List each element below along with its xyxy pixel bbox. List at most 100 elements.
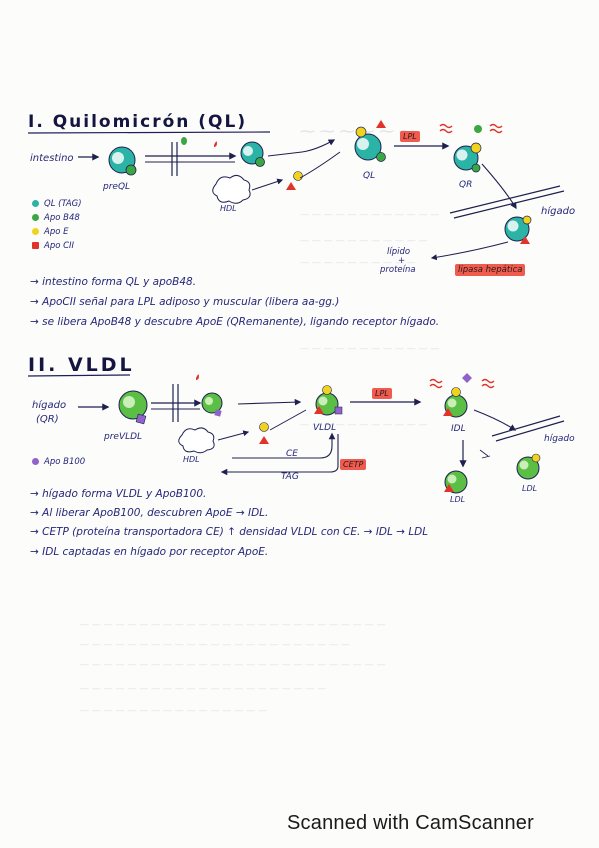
bleed-through-line: — — — — — — — — — — — — — — — — — — — — … bbox=[80, 640, 350, 650]
release-wave-icon bbox=[481, 378, 495, 389]
legend-item: Apo CII bbox=[32, 241, 74, 251]
hdl-cloud-icon bbox=[178, 427, 215, 454]
ql-complete-particle-icon bbox=[354, 120, 386, 162]
label-proteina: proteína bbox=[380, 265, 416, 275]
apo-cii-drop-icon bbox=[214, 141, 217, 147]
bleed-through-line: — — — — — — — — — — — — — — — — — — — — … bbox=[80, 620, 386, 630]
lpl-badge-2: LPL bbox=[372, 388, 392, 399]
release-wave-icon bbox=[439, 123, 453, 134]
note-s2-3: → CETP (proteína transportadora CE) ↑ de… bbox=[30, 526, 429, 538]
bleed-through-line: — — — — — — — — — — — — — — — — — — — — … bbox=[80, 660, 386, 670]
vldl-complete-particle-icon bbox=[314, 385, 343, 416]
preql-particle-icon bbox=[108, 146, 137, 176]
label-prevldl: preVLDL bbox=[104, 432, 143, 442]
title-underline bbox=[27, 131, 271, 134]
lpl-badge: LPL bbox=[400, 131, 420, 142]
arrow bbox=[481, 163, 517, 210]
label-hdl-2: HDL bbox=[183, 455, 200, 464]
label-ql: QL bbox=[363, 171, 376, 181]
apo-cii-icon bbox=[259, 436, 269, 444]
legend-item: Apo E bbox=[32, 227, 68, 237]
qr-particle-icon bbox=[453, 142, 482, 173]
prevldl-particle-icon bbox=[118, 390, 148, 425]
arrow bbox=[232, 432, 336, 459]
label-tag: TAG bbox=[281, 472, 299, 482]
idl-particle-icon bbox=[443, 387, 468, 418]
arrow bbox=[220, 434, 339, 476]
label-intestino: intestino bbox=[30, 153, 74, 164]
yellow-dot-icon bbox=[32, 228, 39, 235]
bleed-through-line: — — — — — — — — — — — — — — — — — — — — … bbox=[80, 684, 327, 694]
label-higado-target: hígado bbox=[544, 434, 575, 444]
bleed-through-line: — — — — — — — — — — bbox=[300, 258, 416, 268]
legend-item: QL (TAG) bbox=[32, 199, 82, 209]
label-plus: + bbox=[398, 256, 406, 266]
sparkle-mark-icon bbox=[479, 449, 491, 459]
note-s2-4: → IDL captadas en hígado por receptor Ap… bbox=[30, 546, 269, 558]
bleed-through-line: — — — — — — — — — — — bbox=[300, 236, 428, 246]
section1-title: I. Quilomicrón (QL) bbox=[28, 112, 248, 132]
label-ce: CE bbox=[286, 449, 298, 459]
legend-label: Apo B48 bbox=[44, 213, 80, 223]
liver-membrane-icon bbox=[449, 185, 565, 219]
arrow bbox=[430, 241, 509, 261]
lipasa-hepatica-badge: lipasa hepática bbox=[455, 264, 526, 276]
title-underline bbox=[27, 374, 131, 377]
vldl-particle-icon bbox=[201, 392, 223, 417]
legend-label: QL (TAG) bbox=[44, 199, 82, 209]
hdl-cloud-icon bbox=[212, 174, 251, 204]
label-ldl-1: LDL bbox=[450, 495, 466, 504]
arrow bbox=[217, 430, 250, 441]
label-higado: hígado bbox=[541, 206, 576, 217]
apo-b48-released-icon bbox=[474, 125, 482, 133]
legend-label: Apo CII bbox=[44, 241, 75, 251]
label-higado-source: hígado bbox=[32, 400, 67, 411]
apo-cii-drop-icon bbox=[196, 374, 199, 380]
ldl-particle-icon bbox=[444, 470, 468, 494]
bleed-through-line: — — — — — — — — — — — — bbox=[300, 344, 440, 354]
label-vldl: VLDL bbox=[313, 423, 337, 433]
apo-e-icon bbox=[293, 171, 303, 181]
membrane-icon bbox=[171, 142, 178, 176]
section2-title: II. VLDL bbox=[28, 354, 135, 376]
label-qr-source: (QR) bbox=[36, 414, 59, 425]
ql-particle-icon bbox=[240, 141, 265, 167]
bleed-through-line: — — — — — — — — — — — — bbox=[300, 210, 440, 220]
apo-cii-icon bbox=[286, 182, 296, 190]
ldl-liver-particle-icon bbox=[516, 453, 541, 480]
label-ldl-2: LDL bbox=[522, 484, 538, 493]
apo-b48-drop-icon bbox=[181, 137, 187, 145]
arrow bbox=[301, 139, 336, 153]
arrow bbox=[267, 151, 303, 157]
camscanner-footer: Scanned with CamScanner bbox=[287, 812, 534, 834]
apo-b100-released-icon bbox=[462, 373, 472, 383]
note-s2-2: → Al liberar ApoB100, descubren ApoE → I… bbox=[30, 507, 269, 519]
arrow bbox=[299, 151, 341, 179]
note-s1-2: → ApoCII señal para LPL adiposo y muscul… bbox=[30, 296, 340, 308]
teal-dot-icon bbox=[32, 200, 39, 207]
label-idl-1: IDL bbox=[451, 424, 466, 434]
liver-membrane-icon bbox=[491, 415, 565, 442]
apo-e-icon bbox=[259, 422, 269, 432]
legend-label: Apo B100 bbox=[44, 457, 86, 467]
label-hdl: HDL bbox=[220, 204, 237, 213]
note-s1-1: → intestino forma QL y apoB48. bbox=[30, 276, 197, 288]
label-lipido: lípido bbox=[387, 247, 411, 257]
arrow bbox=[269, 409, 307, 431]
release-wave-icon bbox=[489, 123, 503, 134]
purple-dot-icon bbox=[32, 458, 39, 465]
label-preql: preQL bbox=[103, 182, 131, 192]
red-triangle-icon bbox=[32, 242, 39, 249]
arrow bbox=[237, 398, 302, 406]
release-wave-icon bbox=[429, 378, 443, 389]
legend-label: Apo E bbox=[44, 227, 69, 237]
cetp-badge: CETP bbox=[340, 459, 367, 470]
note-s2-1: → hígado forma VLDL y ApoB100. bbox=[30, 488, 207, 500]
legend-item: Apo B48 bbox=[32, 213, 80, 223]
green-dot-icon bbox=[32, 214, 39, 221]
arrow bbox=[473, 409, 517, 431]
liver-particle-icon bbox=[504, 215, 532, 244]
note-s1-3: → se libera ApoB48 y descubre ApoE (QRem… bbox=[30, 316, 440, 328]
bleed-through-line: — — — — — — — — — — — — — — — — bbox=[80, 706, 267, 716]
